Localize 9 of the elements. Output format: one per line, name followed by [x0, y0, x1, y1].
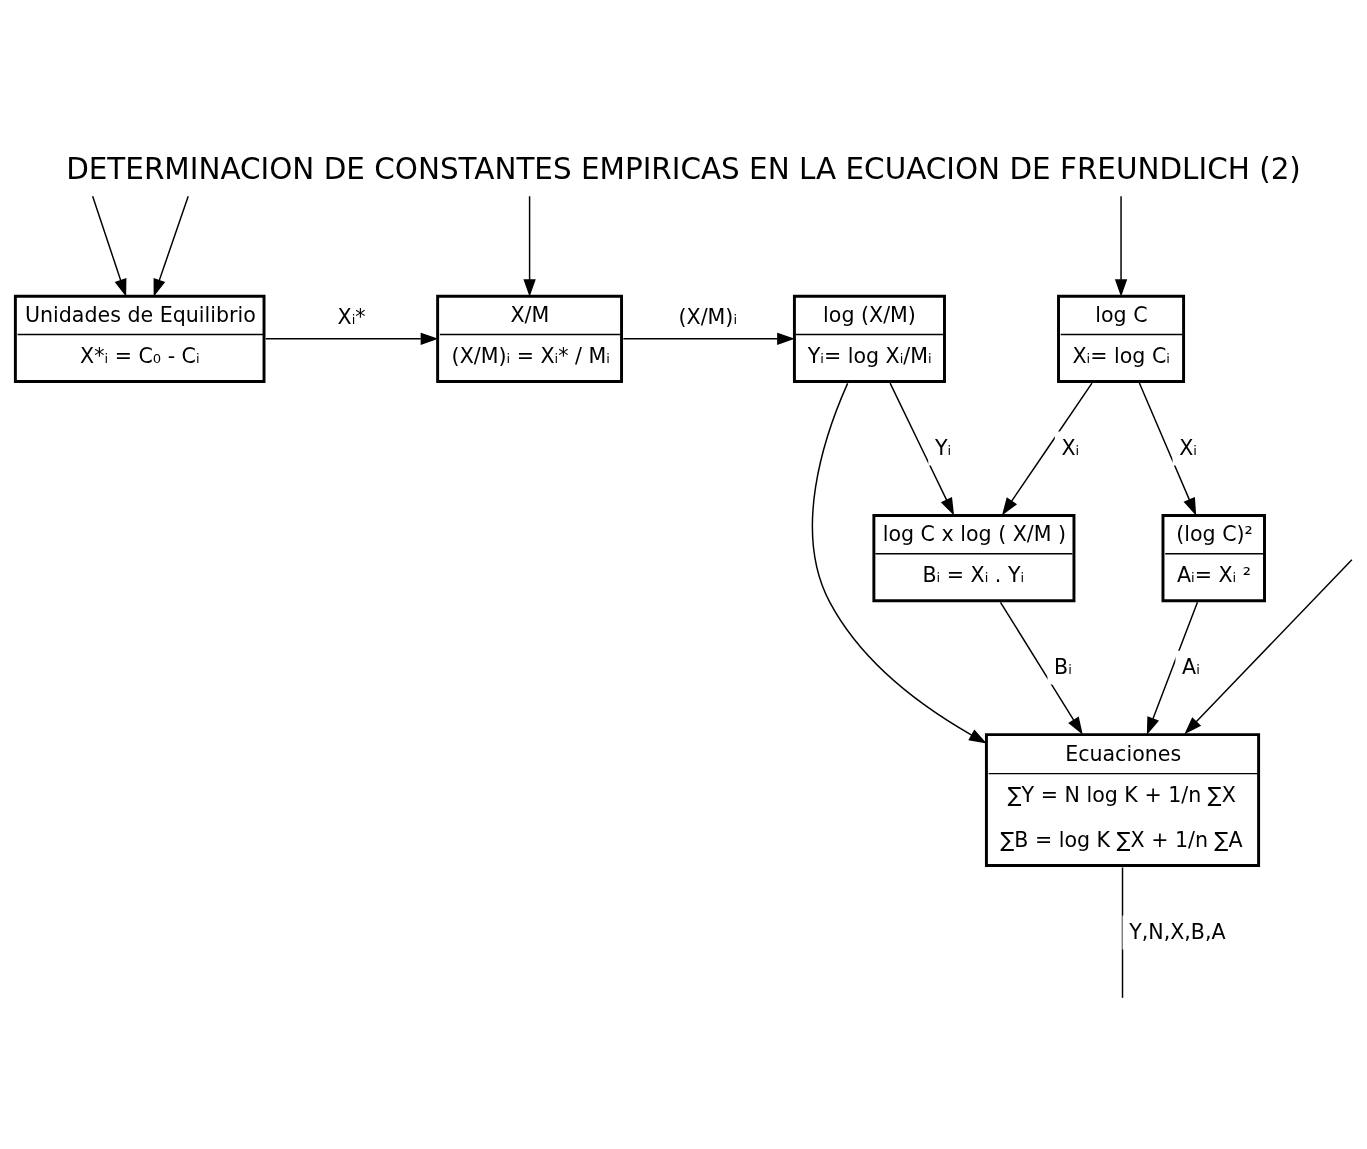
diagram-title: DETERMINACION DE CONSTANTES EMPIRICAS EN LA ECUACION DE FREUNDLICH (2) [66, 151, 1301, 186]
edge-label: Y,N,X,B,A [1129, 919, 1226, 944]
edge-label: Xᵢ* [337, 304, 366, 329]
edge-label: Yᵢ [934, 435, 952, 460]
edge-label: (X/M)ᵢ [678, 304, 738, 329]
edge-label: Xᵢ [1061, 435, 1080, 460]
edge-label: Bᵢ [1054, 654, 1072, 679]
edge-label: Aᵢ [1182, 654, 1200, 679]
edge-label: Xᵢ [1179, 435, 1197, 460]
